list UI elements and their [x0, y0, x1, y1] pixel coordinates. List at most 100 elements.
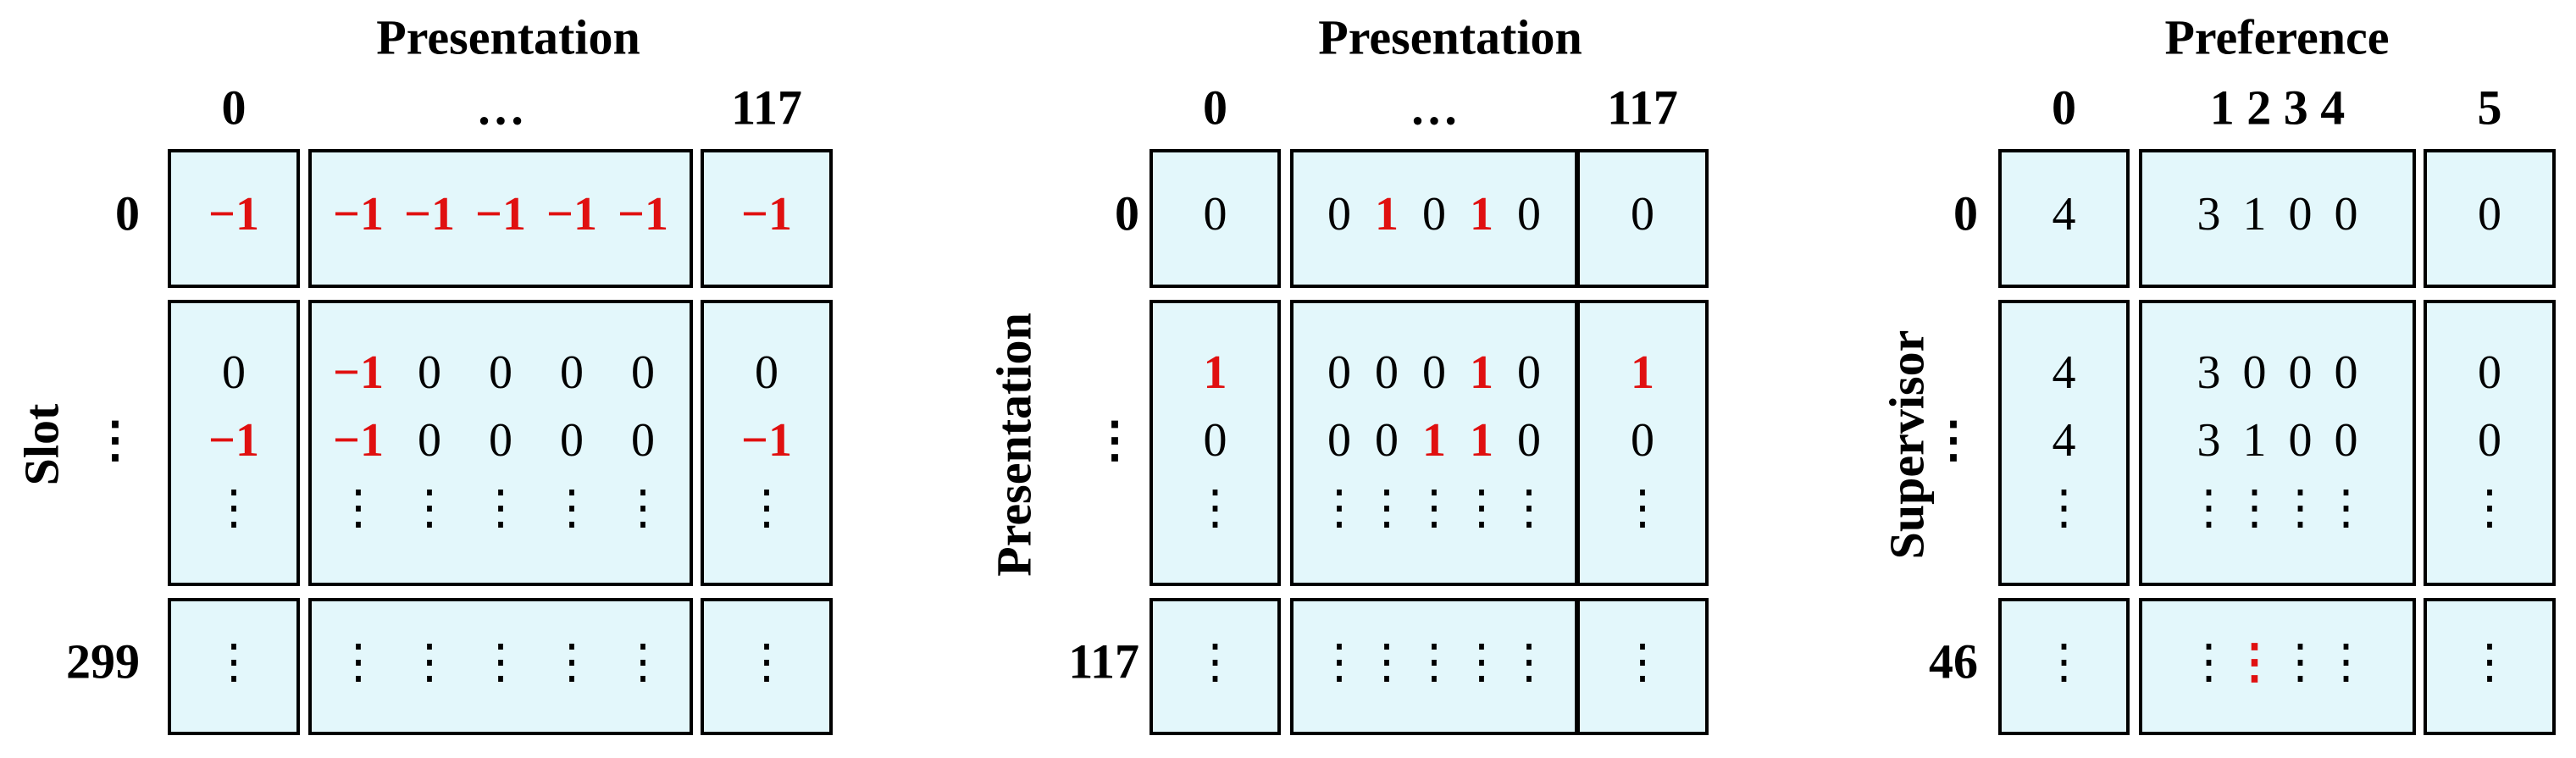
matrix-cell — [2424, 149, 2556, 288]
matrix-cell — [308, 149, 693, 288]
matrix-cell — [2139, 300, 2416, 586]
column-label: … — [1410, 80, 1459, 135]
matrix-cell — [701, 598, 833, 735]
highlighted-value: −1 — [333, 188, 384, 241]
cell-value: 0 — [222, 346, 246, 399]
cell-value: ⋮ — [1458, 636, 1505, 689]
cell-value: 0 — [2335, 346, 2358, 399]
highlighted-value: −1 — [475, 188, 526, 241]
cell-value: 0 — [1327, 188, 1351, 241]
cell-value: ⋮ — [406, 636, 453, 689]
row-label: 299 — [66, 634, 140, 689]
highlighted-value: 1 — [1470, 414, 1493, 467]
cell-value: ⋮ — [1505, 636, 1553, 689]
column-label: 5 — [2478, 80, 2502, 135]
cell-value: ⋮ — [743, 636, 790, 689]
matrix-cell — [2424, 598, 2556, 735]
highlighted-value: −1 — [404, 188, 455, 241]
cell-value: ⋮ — [2185, 636, 2233, 689]
row-label: ⋮ — [91, 412, 140, 467]
cell-value: 0 — [1422, 346, 1446, 399]
panel-title: Preference — [2164, 9, 2389, 64]
matrix-cell — [1998, 598, 2130, 735]
cell-value: ⋮ — [2466, 482, 2513, 534]
cell-value: 0 — [2243, 346, 2267, 399]
cell-value: ⋮ — [2323, 482, 2370, 534]
cell-value: 0 — [1422, 188, 1446, 241]
matrix-cell — [2424, 300, 2556, 586]
cell-value: 0 — [1517, 346, 1541, 399]
cell-value: 0 — [2478, 188, 2501, 241]
row-label: ⋮ — [1090, 412, 1139, 467]
cell-value: 0 — [1327, 414, 1351, 467]
cell-value: 0 — [2478, 414, 2501, 467]
highlighted-value: −1 — [333, 346, 384, 399]
cell-value: 0 — [1375, 414, 1399, 467]
cell-value: 4 — [2052, 414, 2076, 467]
cell-value: 0 — [631, 414, 655, 467]
matrix-panel-1: Presentation0…117Slot0⋮299−1−1−1−1−1−1−1… — [14, 9, 833, 735]
cell-value: 0 — [1517, 414, 1541, 467]
cell-value: 3 — [2197, 414, 2221, 467]
cell-value: ⋮ — [1458, 482, 1505, 534]
cell-value: 0 — [1204, 188, 1227, 241]
matrix-cell — [2139, 598, 2416, 735]
matrix-cell — [1998, 300, 2130, 586]
cell-value: ⋮ — [335, 636, 382, 689]
matrix-cell — [1576, 598, 1709, 735]
highlighted-value: ⋮ — [2231, 636, 2279, 689]
matrix-cell — [1150, 300, 1281, 586]
row-axis-label: Presentation — [986, 313, 1041, 576]
highlighted-value: 1 — [1422, 414, 1446, 467]
cell-value: 0 — [418, 346, 441, 399]
cell-value: ⋮ — [1316, 482, 1363, 534]
cell-value: ⋮ — [406, 482, 453, 534]
matrix-cell — [701, 149, 833, 288]
row-label: 0 — [1953, 185, 1978, 241]
cell-value: 0 — [631, 346, 655, 399]
cell-value: 0 — [489, 346, 512, 399]
cell-value: ⋮ — [1505, 482, 1553, 534]
matrix-cell — [1290, 300, 1578, 586]
cell-value: ⋮ — [743, 482, 790, 534]
cell-value: ⋮ — [335, 482, 382, 534]
cell-value: 0 — [1517, 188, 1541, 241]
cell-value: 3 — [2197, 188, 2221, 241]
cell-value: ⋮ — [1619, 636, 1666, 689]
cell-value: ⋮ — [1192, 482, 1239, 534]
matrix-cell — [1290, 598, 1578, 735]
cell-value: ⋮ — [2041, 636, 2088, 689]
matrix-cell — [168, 598, 300, 735]
cell-value: 4 — [2052, 188, 2076, 241]
cell-value: 0 — [489, 414, 512, 467]
column-label: … — [476, 80, 525, 135]
cell-value: 0 — [1631, 414, 1654, 467]
cell-value: 0 — [1204, 414, 1227, 467]
row-label: 0 — [1115, 185, 1139, 241]
highlighted-value: −1 — [741, 414, 792, 467]
row-axis-label: Supervisor — [1879, 330, 1934, 560]
panel-title: Presentation — [1318, 9, 1582, 64]
cell-value: ⋮ — [1316, 636, 1363, 689]
matrix-cell — [1150, 149, 1281, 288]
cell-value: ⋮ — [619, 636, 667, 689]
cell-value: 0 — [560, 414, 584, 467]
row-label: 117 — [1068, 634, 1139, 689]
highlighted-value: 1 — [1204, 346, 1227, 399]
cell-value: ⋮ — [1619, 482, 1666, 534]
matrix-cell — [308, 300, 693, 586]
cell-value: ⋮ — [2277, 482, 2324, 534]
cell-value: 0 — [2335, 188, 2358, 241]
column-label: 1 2 3 4 — [2210, 80, 2346, 135]
matrix-cell — [1150, 598, 1281, 735]
cell-value: ⋮ — [2277, 636, 2324, 689]
cell-value: 0 — [2289, 414, 2313, 467]
matrix-cell — [1576, 300, 1709, 586]
matrix-cell — [2139, 149, 2416, 288]
matrix-cell — [1576, 149, 1709, 288]
cell-value: ⋮ — [1192, 636, 1239, 689]
matrix-cell — [168, 300, 300, 586]
column-label: 0 — [1203, 80, 1227, 135]
